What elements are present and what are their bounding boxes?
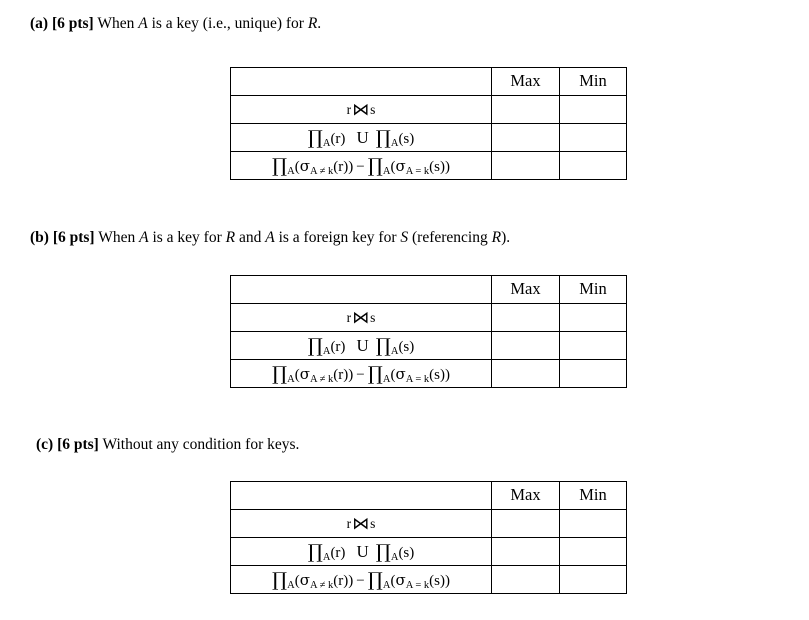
answer-cell-max-union[interactable]: [491, 537, 560, 566]
question-prompt-c: Without any condition for keys.: [102, 436, 300, 453]
table-row: ∏A(σA ≠ k(r))−∏A(σA = k(s)): [230, 359, 627, 388]
answer-cell-max-difference[interactable]: [491, 565, 560, 594]
table-header-row: Max Min: [230, 67, 627, 96]
expression-union: ∏A(r)U∏A(s): [230, 331, 492, 360]
answer-cell-max-union[interactable]: [491, 331, 560, 360]
expression-difference: ∏A(σA ≠ k(r))−∏A(σA = k(s)): [230, 565, 492, 594]
question-points-b: [6 pts]: [52, 229, 95, 246]
question-prompt-b: When A is a key for R and A is a foreign…: [98, 229, 511, 246]
question-prompt-a: When A is a key (i.e., unique) for R.: [97, 15, 322, 32]
table-header-row: Max Min: [230, 275, 627, 304]
answer-table-b: Max Min r⋈s ∏A(r)U∏A(s) ∏A(σA ≠ k(r))−∏A…: [230, 275, 627, 388]
expression-difference: ∏A(σA ≠ k(r))−∏A(σA = k(s)): [230, 151, 492, 180]
header-expression: [230, 481, 492, 510]
expression-join: r⋈s: [230, 303, 492, 332]
table-row: ∏A(σA ≠ k(r))−∏A(σA = k(s)): [230, 565, 627, 594]
expression-union: ∏A(r)U∏A(s): [230, 537, 492, 566]
table-row: r⋈s: [230, 95, 627, 124]
answer-cell-min-join[interactable]: [559, 95, 627, 124]
answer-cell-min-difference[interactable]: [559, 565, 627, 594]
section-b: (b) [6 pts] When A is a key for R and A …: [0, 228, 809, 248]
question-marker-b: (b): [30, 229, 49, 246]
answer-cell-min-union[interactable]: [559, 537, 627, 566]
header-min: Min: [559, 67, 627, 96]
answer-cell-min-union[interactable]: [559, 123, 627, 152]
answer-table-a: Max Min r⋈s ∏A(r)U∏A(s) ∏A(σA ≠ k(r))−∏A…: [230, 67, 627, 180]
answer-cell-min-join[interactable]: [559, 303, 627, 332]
table-row: r⋈s: [230, 509, 627, 538]
section-a: (a) [6 pts] When A is a key (i.e., uniqu…: [0, 14, 809, 34]
header-max: Max: [491, 275, 560, 304]
question-marker-c: (c): [36, 436, 54, 453]
table-row: ∏A(r)U∏A(s): [230, 537, 627, 566]
header-min: Min: [559, 481, 627, 510]
header-expression: [230, 275, 492, 304]
answer-cell-max-join[interactable]: [491, 509, 560, 538]
answer-cell-min-difference[interactable]: [559, 359, 627, 388]
expression-join: r⋈s: [230, 95, 492, 124]
answer-cell-max-union[interactable]: [491, 123, 560, 152]
answer-cell-max-join[interactable]: [491, 303, 560, 332]
table-header-row: Max Min: [230, 481, 627, 510]
expression-difference: ∏A(σA ≠ k(r))−∏A(σA = k(s)): [230, 359, 492, 388]
answer-cell-min-difference[interactable]: [559, 151, 627, 180]
answer-cell-min-join[interactable]: [559, 509, 627, 538]
header-max: Max: [491, 67, 560, 96]
expression-union: ∏A(r)U∏A(s): [230, 123, 492, 152]
table-row: ∏A(r)U∏A(s): [230, 123, 627, 152]
question-label-a: (a) [6 pts] When A is a key (i.e., uniqu…: [30, 14, 809, 34]
answer-cell-min-union[interactable]: [559, 331, 627, 360]
question-marker-a: (a): [30, 15, 49, 32]
answer-cell-max-difference[interactable]: [491, 359, 560, 388]
table-row: ∏A(r)U∏A(s): [230, 331, 627, 360]
header-min: Min: [559, 275, 627, 304]
answer-table-c: Max Min r⋈s ∏A(r)U∏A(s) ∏A(σA ≠ k(r))−∏A…: [230, 481, 627, 594]
header-expression: [230, 67, 492, 96]
table-row: ∏A(σA ≠ k(r))−∏A(σA = k(s)): [230, 151, 627, 180]
question-points-c: [6 pts]: [57, 436, 99, 453]
question-label-b: (b) [6 pts] When A is a key for R and A …: [30, 228, 809, 248]
question-points-a: [6 pts]: [51, 15, 94, 32]
table-row: r⋈s: [230, 303, 627, 332]
question-label-c: (c) [6 pts] Without any condition for ke…: [36, 435, 809, 455]
answer-cell-max-difference[interactable]: [491, 151, 560, 180]
section-c: (c) [6 pts] Without any condition for ke…: [0, 435, 809, 455]
answer-cell-max-join[interactable]: [491, 95, 560, 124]
expression-join: r⋈s: [230, 509, 492, 538]
header-max: Max: [491, 481, 560, 510]
